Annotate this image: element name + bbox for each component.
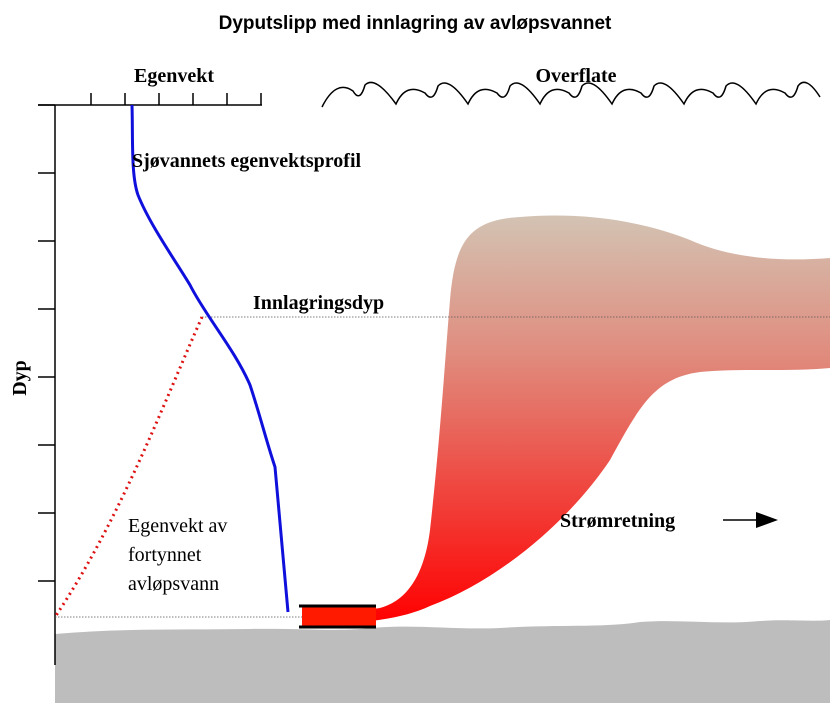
diluted-density-label-line-2: fortynnet	[128, 544, 202, 566]
current-direction-label: Strømretning	[560, 510, 675, 532]
diagram-title: Dyputslipp med innlagring av avløpsvanne…	[219, 13, 612, 34]
wastewater-plume	[302, 215, 830, 624]
depth-axis-label: Dyp	[9, 360, 31, 396]
diluted-density-label-line-1: Egenvekt av	[128, 515, 227, 537]
surface-waves	[321, 81, 821, 108]
density-axis	[38, 93, 262, 106]
seawater-density-profile	[130, 104, 290, 613]
density-profile-label: Sjøvannets egenvektsprofil	[132, 150, 362, 172]
depth-axis	[38, 104, 56, 665]
diffuser-pipe	[302, 606, 376, 627]
intrusion-depth-label: Innlagringsdyp	[253, 292, 384, 314]
diluted-wastewater-density-line	[53, 316, 204, 618]
seabed	[55, 620, 830, 703]
density-axis-label: Egenvekt	[134, 65, 214, 87]
diluted-density-label-line-3: avløpsvann	[128, 573, 219, 595]
current-direction-arrow	[723, 512, 778, 528]
surface-label: Overflate	[535, 65, 616, 87]
